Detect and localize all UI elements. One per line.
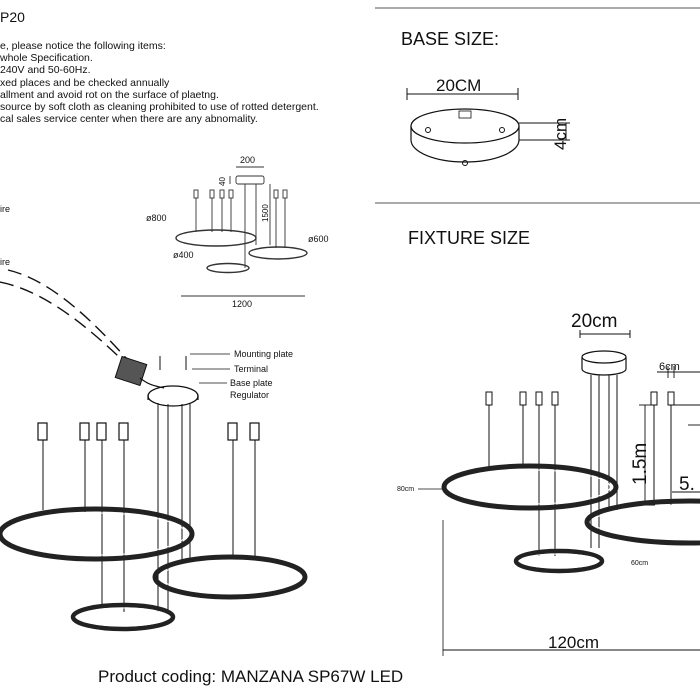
base-screw (462, 160, 468, 166)
base-disc-top (410, 108, 520, 144)
sketch-pendant (219, 189, 225, 199)
pendant-lamp (227, 422, 238, 441)
fixture-pendant (650, 391, 658, 406)
fixture-rings (441, 463, 700, 574)
ring-mid (152, 554, 308, 600)
pendant-lamp (249, 422, 260, 441)
sketch-pendant (282, 189, 288, 199)
label-regulator: Regulator (230, 390, 269, 400)
base-size-title: BASE SIZE: (401, 29, 499, 49)
fixture-pendant-size: 6cm (659, 361, 680, 373)
wire-label-1: ire (0, 204, 10, 214)
fixture-ring-small (513, 548, 605, 574)
wire-label-2: ire (0, 257, 10, 267)
base-connector (458, 110, 472, 119)
fixture-canopy (581, 350, 627, 364)
dim-plate-height: 40 (218, 177, 227, 186)
fixture-width: 120cm (548, 633, 599, 652)
fixture-pendant (535, 391, 543, 406)
pendant-lamp (79, 422, 90, 441)
fixture-drop-length: 1.5m (630, 443, 651, 485)
sketch-ring-small (206, 262, 250, 274)
base-screw (499, 127, 505, 133)
terminal-wire (139, 377, 165, 389)
fixture-pendant (551, 391, 559, 406)
fixture-ring-small-size: 60cm (631, 560, 648, 567)
dim-ring-mid: ø600 (308, 234, 329, 244)
instruction-notes: e, please notice the following items: wh… (0, 40, 319, 125)
header-code: P20 (0, 9, 25, 25)
base-drawing (406, 88, 570, 166)
fixture-canopy-size: 20cm (571, 311, 617, 332)
pendant-lamp (96, 422, 107, 441)
sketch-pendant (273, 189, 279, 199)
ring-large (0, 506, 195, 562)
note-line: 240V and 50-60Hz. (0, 64, 91, 77)
fixture-pendant (519, 391, 527, 406)
fixture-pendant (485, 391, 493, 406)
installation-rings (0, 506, 308, 632)
dim-drop-length: 1500 (261, 204, 270, 222)
wire-dashed-curve (0, 281, 119, 357)
label-terminal: Terminal (234, 364, 268, 374)
small-dimension-sketch (175, 166, 308, 297)
note-line: cal sales service center when there are … (0, 113, 258, 126)
fixture-drawing (418, 330, 700, 656)
sketch-ring-mid (248, 246, 308, 260)
sketch-pendant (193, 189, 199, 199)
dim-plate-width: 200 (240, 155, 255, 165)
dim-total-width: 1200 (232, 299, 252, 309)
fixture-size-title: FIXTURE SIZE (408, 228, 530, 248)
dim-ring-large: ø800 (146, 213, 167, 223)
base-height: 4cm (551, 118, 570, 150)
installation-drawing (0, 269, 260, 612)
fixture-cut-value: 5. (679, 474, 695, 495)
base-diameter: 20CM (436, 76, 481, 95)
note-line: source by soft cloth as cleaning prohibi… (0, 100, 319, 113)
sketch-pendant (228, 189, 234, 199)
sketch-pendant (209, 189, 215, 199)
note-line: whole Specification. (0, 52, 93, 65)
wire-dashed-curve (7, 269, 127, 359)
fixture-ring-mid (584, 498, 700, 546)
terminal-block (114, 355, 148, 387)
pendant-lamp (118, 422, 129, 441)
base-disc-side (410, 126, 520, 163)
note-line: xed places and be checked annually (0, 76, 170, 89)
note-line: allment and avoid rot on the surface of … (0, 88, 219, 101)
fixture-ring-large (441, 463, 619, 511)
fixture-ring-large-size: 80cm (397, 486, 414, 493)
label-base-plate: Base plate (230, 378, 273, 388)
ring-small (70, 602, 176, 632)
dim-ring-small: ø400 (173, 250, 194, 260)
product-coding: Product coding: MANZANA SP67W LED (98, 667, 403, 686)
note-line: e, please notice the following items: (0, 40, 166, 52)
pendant-lamp (37, 422, 48, 441)
label-mounting-plate: Mounting plate (234, 349, 293, 359)
sketch-canopy (235, 175, 265, 185)
sketch-ring-large (175, 229, 257, 247)
fixture-pendant (667, 391, 675, 406)
base-screw (425, 127, 431, 133)
